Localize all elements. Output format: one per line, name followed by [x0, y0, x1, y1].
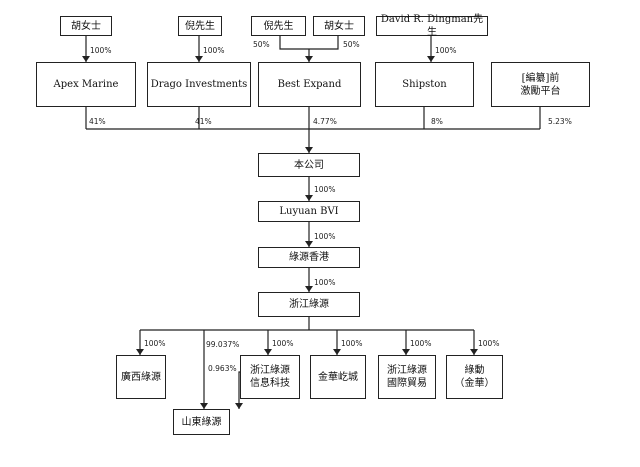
- pct-drago-company: 41%: [195, 117, 212, 126]
- pct-incentive-company: 5.23%: [548, 117, 572, 126]
- entity-zhejiang-intl-trade: 浙江綠源 國際貿易: [378, 355, 436, 399]
- pct-ni-drago: 100%: [203, 46, 225, 55]
- pct-zhejiang-jinhua: 100%: [341, 339, 363, 348]
- pct-infotech-shandong: 0.963%: [208, 364, 237, 373]
- owner-dingman: David R. Dingman先生: [376, 14, 488, 38]
- entity-guangxi-luyuan: 廣西綠源: [116, 355, 166, 399]
- entity-lvdong-jinhua: 綠動 （金華）: [446, 355, 503, 399]
- pct-bvi-hk: 100%: [314, 232, 336, 241]
- pct-zhejiang-trade: 100%: [410, 339, 432, 348]
- entity-shipston: Shipston: [375, 62, 474, 107]
- entity-luyuan-bvi: Luyuan BVI: [258, 201, 360, 222]
- entity-shandong-luyuan: 山東綠源: [173, 409, 230, 435]
- pct-company-bvi: 100%: [314, 185, 336, 194]
- entity-apex-marine: Apex Marine: [36, 62, 136, 107]
- entity-zhejiang-info-tech: 浙江綠源 信息科技: [240, 355, 300, 399]
- pct-hk-zhejiang: 100%: [314, 278, 336, 287]
- pct-zhejiang-lvdong: 100%: [478, 339, 500, 348]
- entity-incentive-platform: [編纂]前 激勵平台: [491, 62, 590, 107]
- owner-ms-hu-2: 胡女士: [313, 16, 365, 36]
- pct-zhejiang-guangxi: 100%: [144, 339, 166, 348]
- pct-dingman-shipston: 100%: [435, 46, 457, 55]
- entity-best-expand: Best Expand: [258, 62, 361, 107]
- owner-ms-hu: 胡女士: [60, 16, 112, 36]
- pct-apex-company: 41%: [89, 117, 106, 126]
- entity-zhejiang-luyuan: 浙江綠源: [258, 292, 360, 317]
- pct-hu-best: 50%: [343, 40, 360, 49]
- entity-jinhua-yicheng: 金華屹城: [310, 355, 366, 399]
- pct-hu-apex: 100%: [90, 46, 112, 55]
- pct-shipston-company: 8%: [431, 117, 443, 126]
- entity-drago-investments: Drago Investments: [147, 62, 251, 107]
- pct-zhejiang-shandong: 99.037%: [206, 340, 240, 349]
- entity-company: 本公司: [258, 153, 360, 177]
- entity-luyuan-hk: 綠源香港: [258, 247, 360, 268]
- pct-ni-best: 50%: [253, 40, 270, 49]
- pct-zhejiang-infotech: 100%: [272, 339, 294, 348]
- owner-mr-ni: 倪先生: [178, 16, 222, 36]
- owner-mr-ni-2: 倪先生: [251, 16, 306, 36]
- pct-best-company: 4.77%: [313, 117, 337, 126]
